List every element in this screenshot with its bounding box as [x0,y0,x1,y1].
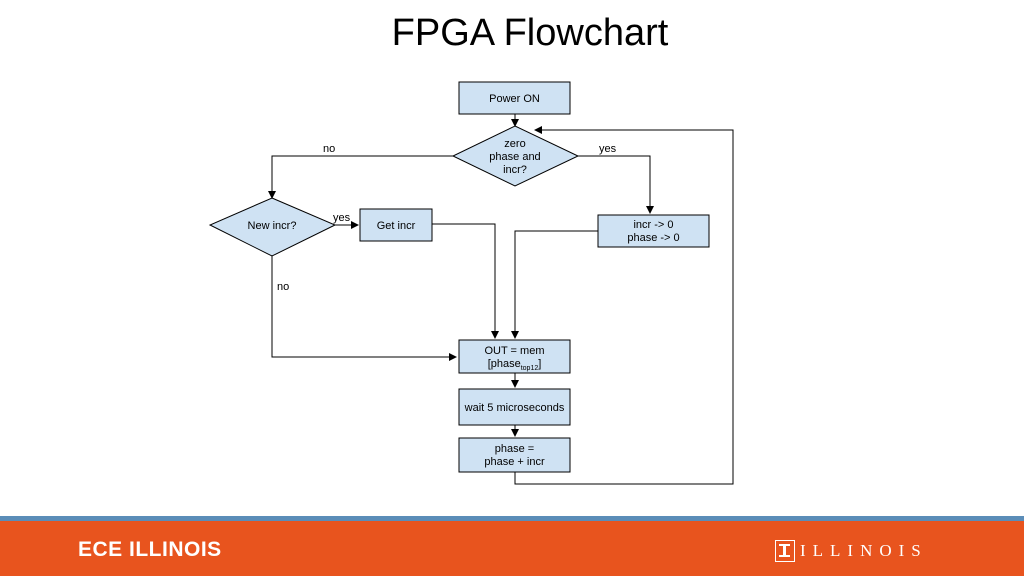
node-phase-update: phase = phase + incr [458,437,571,473]
edge-label-newincr-yes: yes [333,212,351,224]
node-phase-update-line2: phase + incr [484,456,545,468]
node-out-line2-suffix: ] [538,358,541,370]
edge-newincr-no [271,256,457,361]
footer-band [0,516,1024,576]
node-new-incr-label: New incr? [248,220,297,232]
node-out-line2: [phasetop12] [488,358,542,372]
illinois-logo-icon [775,540,795,562]
node-out-line1: OUT = mem [484,345,544,357]
edge-getincr-to-out [432,223,499,339]
node-get-incr: Get incr [359,208,433,242]
node-power-on: Power ON [458,81,571,115]
flowchart: no yes yes no Power ON zero phase and in… [208,81,734,485]
node-phase-update-line1: phase = [495,443,534,455]
node-power-on-label: Power ON [489,93,540,105]
edge-label-zero-no: no [323,143,335,155]
edge-zero-no [268,155,453,199]
node-get-incr-label: Get incr [377,220,416,232]
slide-title: FPGA Flowchart [391,12,669,54]
node-wait: wait 5 microseconds [458,388,571,426]
node-out: OUT = mem [phasetop12] [458,339,571,374]
node-wait-label: wait 5 microseconds [464,402,565,414]
node-reset-line2: phase -> 0 [627,232,679,244]
edge-label-zero-yes: yes [599,143,617,155]
node-out-line2-sub: top12 [521,365,539,372]
node-new-incr: New incr? [208,197,337,257]
footer-stripe [0,516,1024,521]
node-reset: incr -> 0 phase -> 0 [597,214,710,248]
node-out-line2-prefix: [phase [488,358,521,370]
footer-illinois-wordmark: ILLINOIS [800,541,928,560]
node-reset-line1: incr -> 0 [633,219,673,231]
node-zero-check-line2: phase and [489,151,540,163]
node-zero-check: zero phase and incr? [451,125,580,187]
edge-loop-back [514,126,734,485]
footer-ece-illinois: ECE ILLINOIS [78,538,222,561]
node-zero-check-line3: incr? [503,164,527,176]
node-zero-check-line1: zero [504,138,525,150]
edge-reset-to-out [511,230,598,339]
edge-label-newincr-no: no [277,281,289,293]
edge-zero-yes [578,155,654,214]
